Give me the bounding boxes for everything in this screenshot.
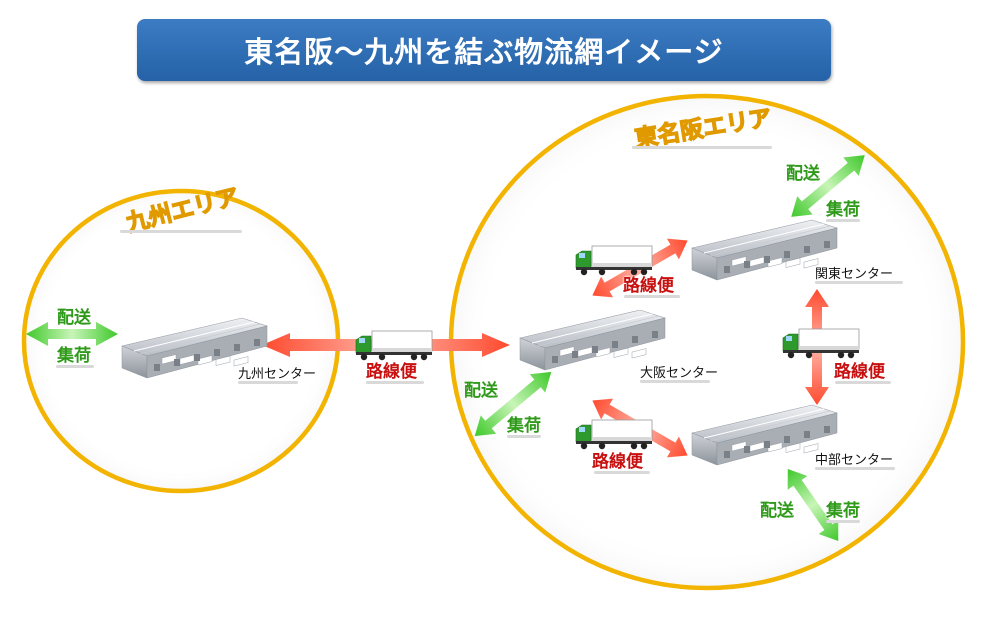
chubu-local-subtext — [826, 520, 860, 523]
local-arrow-chubu — [787, 468, 839, 542]
kyushu-pickup-label: 集荷 — [57, 346, 91, 366]
route-subtext-kanto-chubu — [835, 381, 891, 384]
kyushu-delivery-label: 配送 — [57, 308, 91, 328]
osaka-pickup-label: 集荷 — [507, 416, 541, 436]
local-arrow-kanto — [791, 155, 865, 217]
kyushu-local-subtext — [56, 365, 94, 368]
osaka-local-subtext — [507, 435, 541, 438]
osaka-center-label: 大阪センター — [640, 366, 719, 381]
route-label-osaka-kanto: 路線便 — [623, 276, 674, 296]
kanto-center-subtext — [815, 281, 903, 284]
route-subtext-kyushu-osaka — [366, 381, 424, 384]
kyushu-area-subtext — [120, 230, 242, 233]
osaka-center-subtext — [640, 380, 710, 383]
route-label-osaka-chubu: 路線便 — [592, 452, 643, 472]
kanto-pickup-label: 集荷 — [826, 200, 860, 220]
chubu-center-subtext — [815, 467, 895, 470]
local-arrows — [26, 155, 865, 542]
kanto-center-label: 関東センター — [815, 267, 894, 282]
osaka-delivery-label: 配送 — [464, 381, 498, 401]
local-arrow-osaka — [474, 371, 552, 437]
page-title: 東名阪～九州を結ぶ物流網イメージ — [244, 35, 724, 69]
route-label-kanto-chubu: 路線便 — [834, 362, 885, 382]
chubu-pickup-label: 集荷 — [826, 501, 860, 521]
route-subtext-osaka-chubu — [594, 471, 650, 474]
kyushu-center-label: 九州センター — [238, 367, 317, 382]
chubu-delivery-label: 配送 — [760, 501, 794, 521]
truck-icon-kyushu-osaka — [355, 330, 433, 361]
kanto-local-subtext — [826, 219, 860, 222]
kanto-delivery-label: 配送 — [786, 164, 820, 184]
chubu-center-label: 中部センター — [815, 453, 894, 468]
title-banner: 東名阪～九州を結ぶ物流網イメージ — [137, 19, 831, 81]
local-arrow-kyushu — [26, 322, 118, 346]
kyushu-center-subtext — [238, 381, 298, 384]
route-subtext-osaka-kanto — [624, 295, 680, 298]
route-label-kyushu-osaka: 路線便 — [366, 362, 417, 382]
tomeihan-area-subtext — [632, 146, 772, 149]
